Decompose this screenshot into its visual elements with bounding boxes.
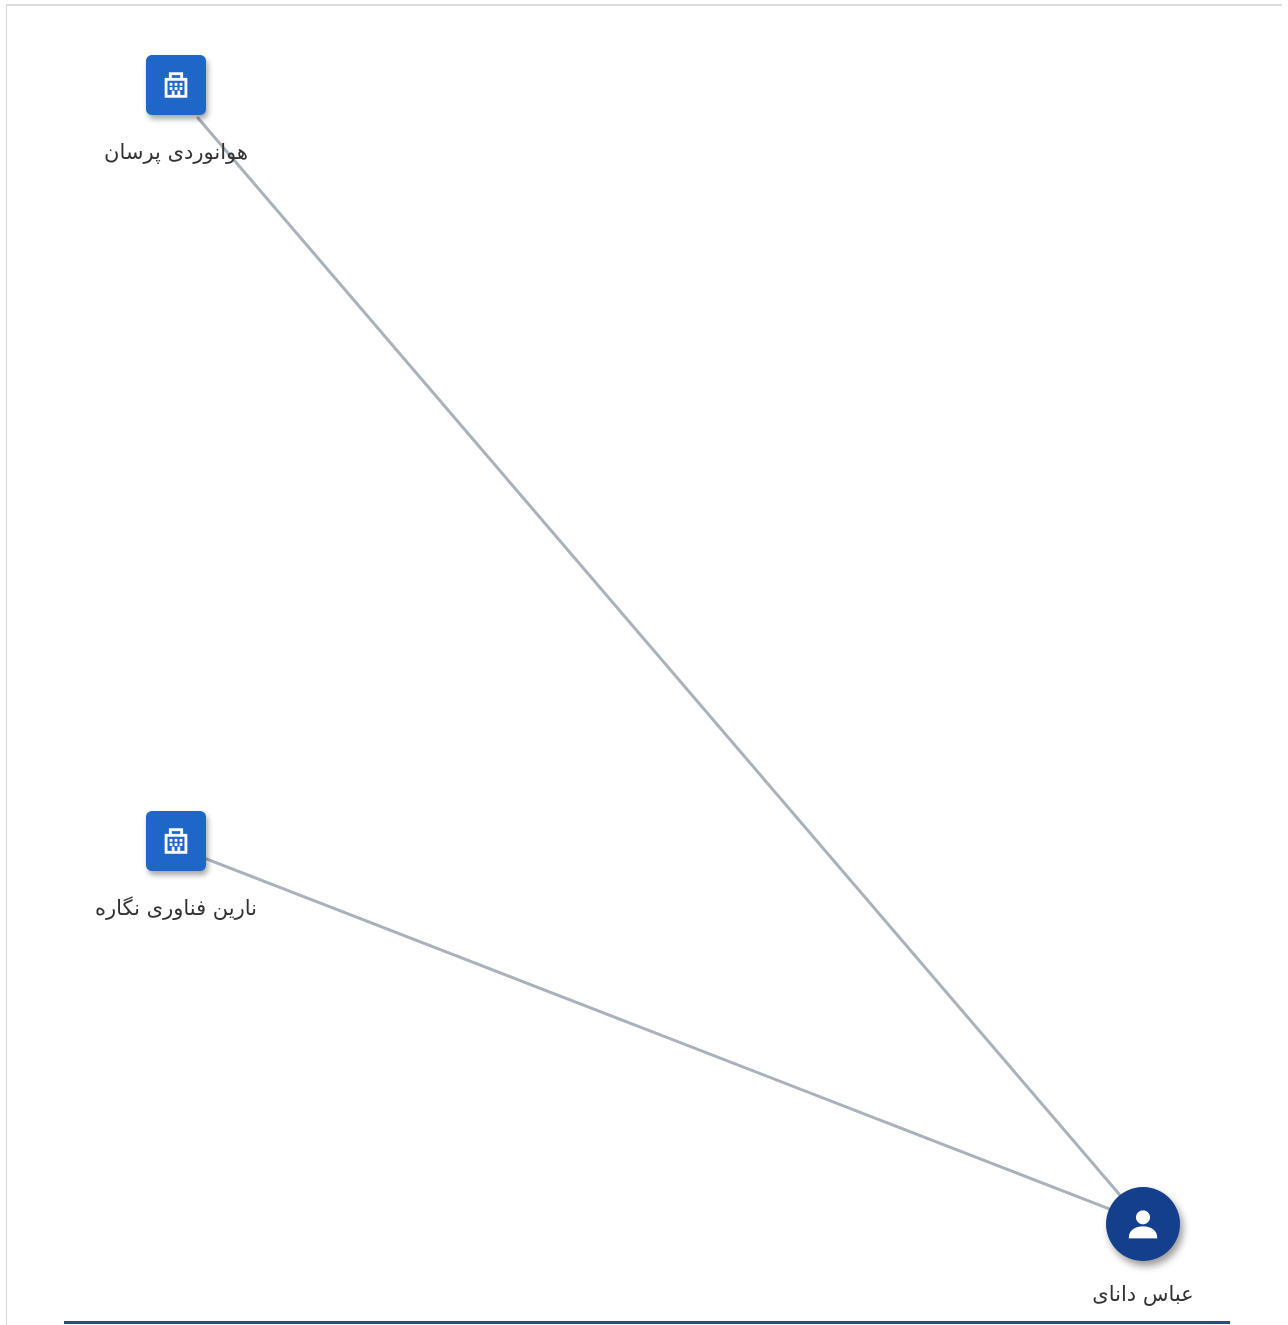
canvas-top-border (6, 4, 1282, 6)
person-node-label: عباس دانای (1092, 1282, 1194, 1306)
edge-person-to-company-1[interactable] (196, 116, 1145, 1224)
building-icon (164, 72, 188, 98)
person-icon (1128, 1210, 1158, 1239)
edge-person-to-company-2[interactable] (202, 856, 1145, 1224)
company-node-2[interactable] (146, 811, 206, 871)
company-node-2-label: نارین فناوری نگاره (94, 896, 258, 920)
company-node-1-label: هوانوردی پرسان (104, 140, 248, 164)
company-node-1[interactable] (146, 55, 206, 115)
canvas-left-border (6, 6, 7, 1325)
canvas-bottom-rule (64, 1321, 1230, 1324)
building-icon (164, 828, 188, 854)
person-node[interactable] (1106, 1187, 1180, 1261)
